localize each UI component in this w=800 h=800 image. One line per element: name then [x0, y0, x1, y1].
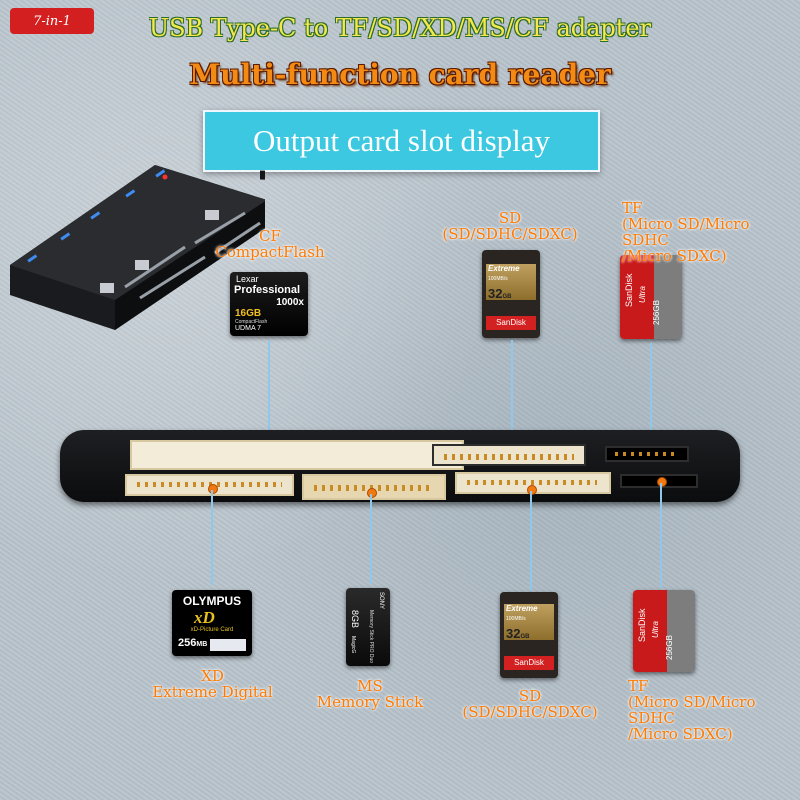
sd-bottom-leader-line: [530, 491, 532, 591]
product-subtitle: Multi-function card reader: [189, 58, 611, 91]
tf-card-bottom-capacity: 256GB: [665, 635, 674, 660]
tf-bottom-slot-label: TF(Micro SD/Micro SDHC/Micro SDXC): [628, 677, 756, 743]
xd-leader-dot: [208, 484, 218, 494]
xd-card-type: xD-Picture Card: [190, 627, 234, 633]
ms-card-type: Memory Stick PRO Duo: [368, 610, 374, 664]
cf-card-mode: UDMA 7: [235, 325, 262, 332]
ms-card-capacity: 8GB: [350, 610, 360, 629]
xd-card-image: OLYMPUS xD xD-Picture Card 256MB: [172, 590, 252, 656]
xd-card-logo: xD: [194, 608, 215, 627]
ms-leader-line: [370, 494, 372, 584]
tf-top-slot: [605, 446, 689, 462]
ms-leader-dot: [367, 488, 377, 498]
product-title: USB Type-C to TF/SD/XD/MS/CF adapter: [148, 14, 652, 42]
tf-card-bottom-series: Ultra: [651, 621, 660, 638]
sd-top-slot-label: SD(SD/SDHC/SDXC): [442, 209, 578, 243]
tf-card-top-series: Ultra: [638, 286, 647, 303]
cf-card-capacity: 16GB: [235, 308, 262, 319]
xd-card-brand: OLYMPUS: [182, 594, 242, 608]
ms-card-brand: SONY: [378, 592, 384, 610]
tf-card-bottom-image: SanDisk Ultra 256GB: [633, 590, 695, 672]
tf-top-slot-label: TF(Micro SD/Micro SDHC/Micro SDXC): [622, 199, 750, 265]
sd-card-top-capacity: 32GB: [488, 286, 512, 301]
tf-card-bottom-brand: SanDisk: [637, 608, 647, 642]
cf-leader-line: [268, 340, 270, 440]
xd-leader-line: [211, 490, 213, 585]
sd-card-bottom-speed: 100MB/s: [506, 616, 526, 622]
ms-card-image: 8GB SONY Memory Stick PRO Duo MagicG: [346, 588, 390, 666]
tf-bottom-leader-line: [660, 483, 662, 588]
xd-card-capacity: 256MB: [178, 637, 208, 649]
cf-card-brand: Lexar: [236, 274, 259, 284]
sd-card-top-brand: SanDisk: [486, 316, 536, 330]
sd-bottom-slot-label: SD(SD/SDHC/SDXC): [462, 687, 598, 721]
cf-card-speed: 1000x: [276, 297, 304, 308]
cf-card-image: Lexar Professional 1000x 16GB CompactFla…: [230, 272, 308, 336]
sd-card-top-series: Extreme: [488, 264, 520, 273]
seven-in-one-badge: 7-in-1: [10, 8, 94, 34]
ms-card-tag: MagicG: [350, 636, 356, 654]
tf-card-top-brand: SanDisk: [624, 273, 634, 307]
cf-slot: [130, 440, 464, 470]
card-reader-device-image: [10, 165, 265, 330]
tf-bottom-leader-dot: [657, 477, 667, 487]
sd-card-top-image: Extreme 100MB/s 32GB SanDisk: [482, 250, 540, 338]
sd-top-slot: [432, 444, 586, 466]
output-slot-banner: Output card slot display: [203, 110, 600, 172]
card-reader-front-panel: [60, 430, 740, 502]
sd-top-leader-line: [511, 340, 513, 446]
cf-card-type: CompactFlash: [235, 319, 268, 325]
tf-top-leader-line: [650, 343, 652, 451]
sd-card-bottom-series: Extreme: [506, 604, 538, 613]
cf-card-model: Professional: [234, 284, 301, 296]
sd-card-top-speed: 100MB/s: [488, 276, 508, 282]
sd-card-bottom-image: Extreme 100MB/s 32GB SanDisk: [500, 592, 558, 678]
sd-card-bottom-brand: SanDisk: [504, 656, 554, 670]
tf-card-top-image: SanDisk Ultra 256GB: [620, 255, 682, 339]
sd-bottom-leader-dot: [527, 485, 537, 495]
sd-card-bottom-capacity: 32GB: [506, 626, 530, 641]
tf-card-top-capacity: 256GB: [652, 300, 661, 325]
